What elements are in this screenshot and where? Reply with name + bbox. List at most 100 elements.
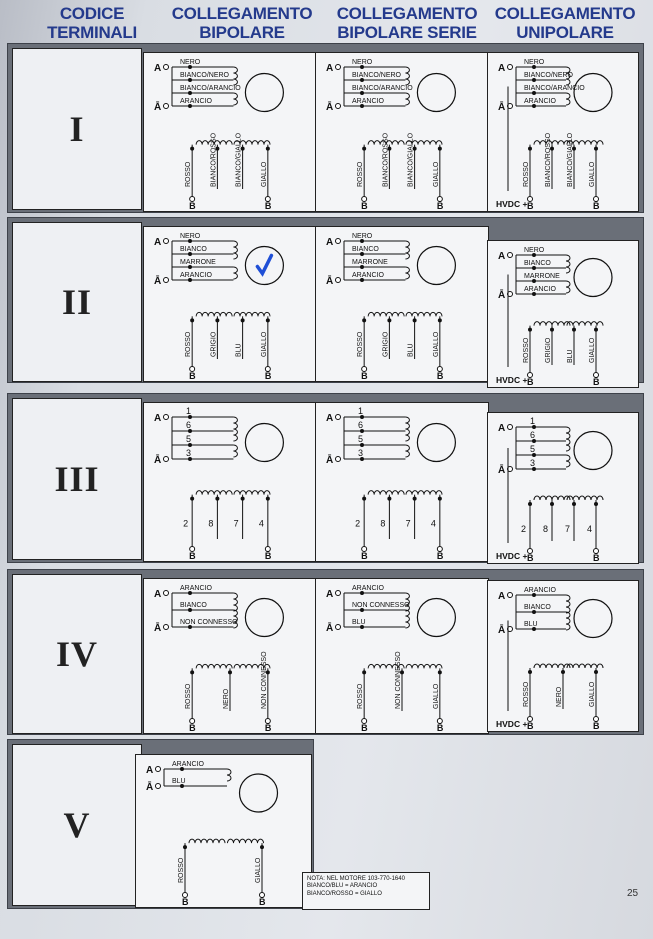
terminal-ring — [335, 238, 341, 244]
terminal-ring — [335, 277, 341, 283]
terminal-dot — [360, 239, 364, 243]
wire-label: BIANCO/ARANCIO — [180, 85, 241, 92]
wire-label: NERO — [524, 59, 545, 66]
terminal-a: A — [498, 591, 505, 602]
coil-winding — [565, 611, 571, 631]
wire-label: BIANCO/ROSSO — [545, 132, 552, 187]
coil-winding — [565, 426, 571, 452]
terminal-a-bar: Ā — [154, 275, 161, 287]
terminal-ring — [507, 424, 513, 430]
terminal-dot — [532, 453, 536, 457]
terminal-a: A — [498, 251, 505, 262]
terminal-ring — [155, 766, 161, 772]
coil-winding — [405, 609, 410, 629]
coil-winding — [195, 311, 233, 317]
terminal-dot — [387, 146, 392, 151]
coil-winding — [233, 266, 238, 280]
wire-number: 6 — [358, 420, 363, 430]
terminal-ring — [264, 546, 271, 552]
wire-number: 5 — [186, 434, 191, 444]
wire-label: BIANCO/GIALLO — [567, 132, 574, 187]
terminal-ring — [361, 546, 368, 552]
terminal-dot — [561, 670, 565, 674]
terminal-a: A — [154, 237, 161, 248]
rotor-circle — [244, 245, 285, 286]
terminal-a: A — [326, 63, 333, 74]
terminal-ring — [361, 718, 368, 724]
wire-label: NON CONNESSO — [180, 619, 238, 626]
terminal-dot — [528, 327, 532, 332]
terminal-dot — [188, 265, 192, 269]
wire-label: BIANCO/NERO — [524, 72, 574, 79]
terminal-dot — [265, 670, 270, 675]
terminal-b-bar: B̄ — [437, 723, 444, 733]
terminal-a-bar: Ā — [154, 622, 161, 634]
terminal-dot — [188, 625, 192, 629]
terminal-hvdc: HVDC + — [496, 719, 527, 729]
wiring-diagram: AĀNEROBIANCO/NEROBIANCO/ARANCIOARANCIORO… — [326, 59, 457, 211]
terminal-b: B — [527, 721, 534, 731]
wire-label: ARANCIO — [352, 585, 384, 592]
wire-label: ROSSO — [357, 683, 364, 709]
rotor-circle — [416, 72, 457, 113]
terminal-dot — [528, 146, 532, 151]
wire-number: 2 — [183, 519, 188, 529]
wire-number: 2 — [355, 519, 360, 529]
wire-label: NERO — [180, 233, 201, 240]
wire-label: ARANCIO — [524, 98, 556, 105]
coil-winding — [533, 495, 571, 501]
header-line: TERMINALI — [47, 23, 137, 42]
terminal-dot — [532, 627, 536, 631]
rotor-circle — [416, 597, 457, 638]
terminal-dot — [188, 104, 192, 108]
wire-label: ROSSO — [523, 161, 530, 187]
wire-label: BIANCO/GIALLO — [408, 132, 415, 187]
terminal-b-bar: B̄ — [437, 551, 444, 561]
terminal-b: B — [361, 371, 368, 381]
coil-winding — [233, 609, 238, 629]
terminal-ring — [163, 103, 169, 109]
terminal-dot — [360, 265, 364, 269]
terminal-ring — [264, 366, 271, 372]
wire-number: 6 — [186, 420, 191, 430]
wire-label: GIALLO — [433, 331, 440, 357]
page-number: 25 — [627, 888, 639, 899]
terminal-dot — [228, 670, 232, 675]
terminal-dot — [532, 266, 536, 270]
terminal-ring — [335, 64, 341, 70]
wire-label: BIANCO — [524, 260, 551, 267]
terminal-dot — [265, 496, 270, 501]
wire-label: GRIGIO — [382, 331, 389, 357]
terminal-dot — [188, 415, 192, 419]
wire-number: 1 — [358, 406, 363, 416]
wire-label: ARANCIO — [352, 98, 384, 105]
wire-label: ARANCIO — [524, 587, 556, 594]
wire-label: BLU — [408, 343, 415, 357]
coil-winding — [233, 66, 238, 86]
wire-label: BIANCO — [352, 246, 379, 253]
terminal-hvdc: HVDC + — [496, 375, 527, 385]
coil-winding — [233, 490, 271, 495]
terminal-dot — [532, 78, 536, 82]
terminal-code: IV — [55, 634, 98, 674]
wire-label: BLU — [172, 778, 186, 785]
terminal-b-bar: B̄ — [593, 721, 600, 731]
terminal-a-bar: Ā — [326, 101, 333, 113]
wire-label: ARANCIO — [180, 585, 212, 592]
wire-label: BIANCO — [524, 604, 551, 611]
terminal-b-bar: B̄ — [593, 377, 600, 387]
coil-winding — [195, 490, 233, 495]
terminal-dot — [532, 292, 536, 296]
terminal-code: III — [54, 459, 100, 499]
terminal-dot — [532, 439, 536, 443]
wire-number: 1 — [186, 406, 191, 416]
terminal-b: B — [361, 723, 368, 733]
terminal-dot — [387, 318, 392, 323]
